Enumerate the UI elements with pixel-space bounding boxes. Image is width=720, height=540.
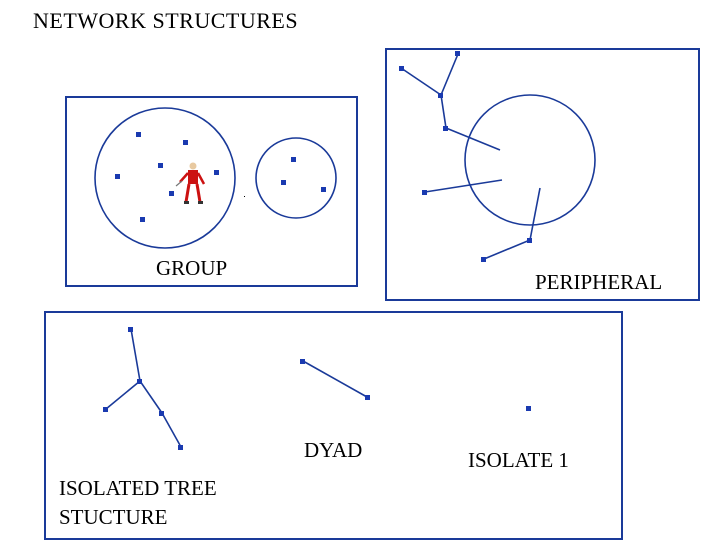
group-node [115, 174, 120, 179]
peripheral-node [422, 190, 427, 195]
tree-node [137, 379, 142, 384]
isolate-label: ISOLATE 1 [468, 448, 569, 472]
tree-edge [106, 381, 140, 409]
peripheral-node [443, 126, 448, 131]
tree-node [178, 445, 183, 450]
group-node [321, 187, 326, 192]
group-node [158, 163, 163, 168]
peripheral-label: PERIPHERAL [535, 270, 662, 294]
isolated-tree-label-line1: ISOLATED TREE [59, 476, 217, 500]
peripheral-circle [465, 95, 595, 225]
peripheral-node [438, 93, 443, 98]
group-node [291, 157, 296, 162]
dyad-edge [303, 361, 367, 397]
tree-node [103, 407, 108, 412]
group-node [169, 191, 174, 196]
peripheral-edge [441, 54, 458, 95]
dyad-label: DYAD [304, 438, 362, 462]
peripheral-node [455, 51, 460, 56]
dyad-node [300, 359, 305, 364]
isolate-node [526, 406, 531, 411]
peripheral-node [527, 238, 532, 243]
peripheral-node [399, 66, 404, 71]
peripheral-edge [484, 240, 530, 259]
group-node [183, 140, 188, 145]
group-label: GROUP [156, 256, 227, 280]
peripheral-edge [446, 128, 500, 150]
peripheral-edge [401, 68, 441, 95]
dyad-node [365, 395, 370, 400]
peripheral-edge [441, 95, 446, 128]
tree-edge [162, 413, 181, 447]
tree-node [159, 411, 164, 416]
peripheral-edge [425, 180, 502, 192]
group-node [140, 217, 145, 222]
tree-edge [140, 381, 162, 413]
group-circle-small [256, 138, 336, 218]
tree-edge [131, 329, 140, 381]
group-node [136, 132, 141, 137]
peripheral-node [481, 257, 486, 262]
group-node [214, 170, 219, 175]
tree-node [128, 327, 133, 332]
isolated-tree-label-line2: STUCTURE [59, 505, 168, 529]
group-node [281, 180, 286, 185]
peripheral-edge [530, 188, 540, 240]
